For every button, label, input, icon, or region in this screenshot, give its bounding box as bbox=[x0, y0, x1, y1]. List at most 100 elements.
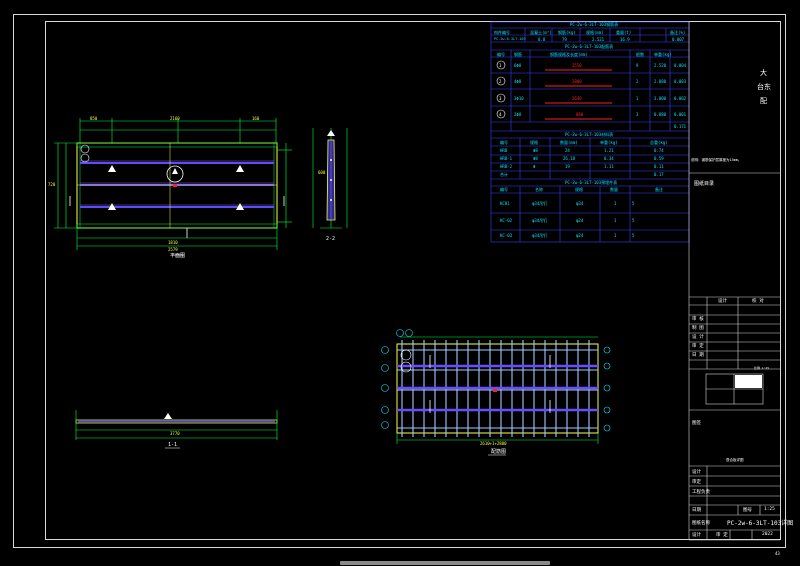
mat-row-3-3: 1.11 bbox=[604, 164, 614, 169]
table-col3-4: 总重(kg) bbox=[650, 140, 668, 145]
mat-row-1-1: Φ8 bbox=[533, 148, 538, 153]
mat-row-1-3: 1.21 bbox=[604, 148, 614, 153]
table-col4-1: 名称 bbox=[535, 187, 543, 192]
mat-total-label: 合计 bbox=[500, 172, 508, 177]
rebar-row-2-w: 2.880 bbox=[654, 79, 667, 84]
mat-row-1-2: 24 bbox=[565, 148, 570, 153]
emb-row-1-0: KC01 bbox=[500, 201, 510, 206]
mat-row-2-1: Φ8 bbox=[533, 156, 538, 161]
horizontal-scrollbar[interactable] bbox=[340, 561, 550, 565]
emb-row-1-3: 1 bbox=[614, 201, 617, 206]
table-row1-1: 0.8 bbox=[538, 37, 546, 42]
table-col1-0: 构件编号 bbox=[494, 30, 510, 35]
rebar-row-2-count: 2 bbox=[636, 79, 639, 84]
table-row1-5: 0.007 bbox=[672, 37, 685, 42]
rebar-row-3-t: 0.002 bbox=[674, 96, 687, 101]
table-col3-0: 编号 bbox=[500, 140, 508, 145]
table-col1-4: 重量(t) bbox=[616, 30, 632, 35]
table-col2-2: 钢筋规格及长度(mm) bbox=[550, 52, 588, 57]
section-2-2 bbox=[312, 128, 348, 229]
table-row1-0: PC-2w-6-3LT-103 bbox=[494, 37, 526, 41]
tb-bottom-2: 审 定 bbox=[716, 533, 728, 538]
rebar-plan bbox=[381, 329, 611, 456]
rebar-row-2-t: 0.003 bbox=[674, 79, 687, 84]
rebar-row-3-w: 3.000 bbox=[654, 96, 667, 101]
tb-bottom-1: 设计 bbox=[692, 533, 701, 538]
tb-r1b: 校 对 bbox=[752, 299, 764, 304]
emb-row-2-4: 5 bbox=[632, 218, 635, 223]
rebar-row-4-t: 0.001 bbox=[674, 112, 687, 117]
plan-view-title: 平面图 bbox=[170, 253, 186, 259]
table-col4-2: 规格 bbox=[575, 187, 583, 192]
table-header-3: PC-2w-6-3LT-103材料表 bbox=[565, 132, 614, 137]
mat-row-2-4: 0.59 bbox=[654, 156, 664, 161]
dim-plan-right: 160 bbox=[252, 116, 260, 121]
dim-side-height: 600 bbox=[318, 170, 326, 175]
title-block bbox=[688, 21, 780, 541]
rebar-row-1-mark: 2550 bbox=[572, 63, 582, 68]
emb-row-2-1: φ34吊钉 bbox=[532, 218, 548, 223]
mat-row-2-2: 26.18 bbox=[563, 156, 576, 161]
table-header-4: PC-2w-6-3LT-103预埋件表 bbox=[565, 180, 618, 185]
rebar-row-3-no: 3 bbox=[499, 96, 502, 101]
rebar-plan-title: 配筋图 bbox=[491, 449, 507, 455]
tb-r4: 设 计 bbox=[692, 335, 704, 340]
note-top-1: 大 bbox=[760, 69, 767, 77]
emb-row-3-2: φ24 bbox=[576, 233, 584, 238]
emb-row-2-2: φ24 bbox=[576, 218, 584, 223]
rebar-row-4-spec: 2Φ8 bbox=[514, 112, 522, 117]
table-col2-3: 根数 bbox=[636, 52, 644, 57]
mat-row-1-0: HRB bbox=[500, 148, 508, 153]
rebar-subtotal: 0.171 bbox=[674, 124, 687, 129]
note-line: 说明：钢筋保护层厚度为15mm。 bbox=[691, 158, 742, 162]
mat-row-3-4: 0.11 bbox=[654, 164, 664, 169]
tb-sheet-no: 1:25 bbox=[764, 507, 775, 512]
mat-row-2-3: 0.34 bbox=[604, 156, 614, 161]
tb-r2: 审 核 bbox=[692, 317, 704, 322]
rebar-row-1-spec: 6Φ8 bbox=[514, 63, 522, 68]
rebar-row-2-mark: 2880 bbox=[572, 79, 582, 84]
table-col4-3: 数量 bbox=[610, 187, 618, 192]
tb-dwg-name: PC-2w-6-3LT-103详图 bbox=[727, 520, 794, 527]
rebar-row-1-count: 9 bbox=[636, 63, 639, 68]
plan-view bbox=[54, 118, 292, 256]
rebar-row-1-t: 0.004 bbox=[674, 63, 687, 68]
emb-row-2-3: 1 bbox=[614, 218, 617, 223]
table-col1-5: 备注(%) bbox=[670, 30, 686, 35]
emb-row-1-4: 5 bbox=[632, 201, 635, 206]
outer-border bbox=[13, 14, 786, 548]
table-col3-1: 规格 bbox=[530, 140, 538, 145]
rebar-row-2-no: 2 bbox=[499, 79, 502, 84]
table-col1-2: 钢筋(kg) bbox=[558, 30, 576, 35]
emb-row-2-0: KC-02 bbox=[500, 218, 513, 223]
note-top-2: 台东 bbox=[757, 83, 771, 91]
table-row1-4: 16.9 bbox=[620, 37, 630, 42]
schedule-tables bbox=[490, 21, 690, 243]
table-col1-3: 规格(mm) bbox=[586, 30, 604, 35]
tb-r6: 日 期 bbox=[692, 353, 704, 358]
table-col2-1: 钢筋 bbox=[514, 52, 522, 57]
tb-r5: 审 定 bbox=[692, 344, 704, 349]
section-1-1-title: 1-1 bbox=[168, 442, 178, 448]
table-header-2: PC-2w-6-3LT-103配筋表 bbox=[565, 44, 614, 49]
table-col2-4: 单重(kg) bbox=[654, 52, 672, 57]
rebar-row-3-spec: 3Φ10 bbox=[514, 96, 524, 101]
note-top-3: 配 bbox=[760, 97, 767, 105]
table-col3-2: 数量(mm) bbox=[560, 140, 578, 145]
dim-plan-overall: 2579 bbox=[168, 247, 178, 252]
tb-scale: 比例 1:25 bbox=[754, 366, 770, 370]
tb-row-c: 工程负责 bbox=[692, 490, 710, 495]
table-col4-0: 编号 bbox=[500, 187, 508, 192]
dim-plan-mid: 2160 bbox=[170, 116, 180, 121]
table-header-1: PC-2w-6-3LT-103钢筋表 bbox=[570, 22, 619, 27]
tb-sheet-label: 图号 bbox=[743, 508, 752, 513]
rebar-row-3-mark: 2640 bbox=[572, 96, 582, 101]
rebar-row-4-mark: 880 bbox=[576, 112, 584, 117]
tb-project: 叠合板详图 bbox=[726, 458, 744, 462]
rebar-row-3-count: 1 bbox=[636, 96, 639, 101]
table-row1-3: 2.521 bbox=[592, 37, 605, 42]
table-row1-2: 79 bbox=[562, 37, 567, 42]
rebar-row-4-w: 0.880 bbox=[654, 112, 667, 117]
tb-r3: 制 图 bbox=[692, 326, 704, 331]
rebar-row-1-no: 1 bbox=[499, 63, 502, 68]
